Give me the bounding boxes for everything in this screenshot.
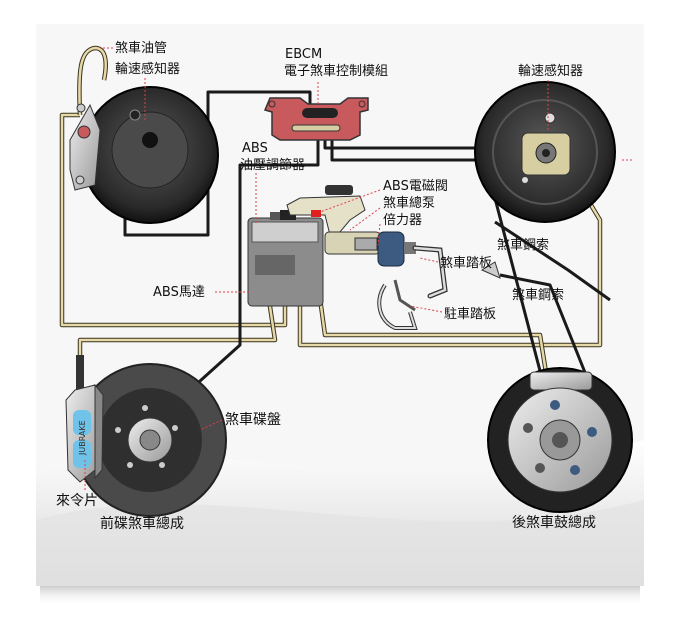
label-abs-motor: ABS馬達 (153, 285, 205, 300)
front-disc-brake (73, 363, 227, 517)
label-brake-line: 煞車油管 (115, 41, 167, 56)
label-ebcm-title: EBCM (285, 47, 322, 62)
label-brake-pedal: 煞車踏板 (440, 256, 492, 271)
rear-drum-brake (487, 367, 633, 513)
front-left-wheel-sensor (69, 86, 219, 224)
label-parking-pedal: 駐車踏板 (444, 307, 496, 322)
master-cylinder (286, 185, 381, 255)
brake-pedal (412, 245, 448, 299)
abs-modulator (247, 210, 324, 307)
label-rear-drum-assembly: 後煞車鼓總成 (512, 514, 596, 531)
label-brake-cable-1: 煞車鋼索 (497, 238, 549, 253)
parking-pedal (377, 279, 418, 330)
label-front-disc-assembly: 前碟煞車總成 (100, 515, 184, 532)
brake-caliper: JUBRAKE (65, 355, 104, 483)
leader-lines (84, 47, 632, 490)
ebcm-module (263, 97, 369, 141)
rear-right-wheel-sensor (474, 81, 616, 223)
label-abs-title: ABS (242, 141, 268, 156)
label-brake-disc: 煞車碟盤 (225, 411, 281, 428)
brake-booster (377, 231, 416, 267)
label-abs-solenoid: ABS電磁閥 (383, 179, 448, 194)
label-brake-pad: 來令片 (56, 493, 98, 509)
label-master-cylinder: 煞車總泵 (383, 195, 435, 211)
label-wheel-sensor-right: 輪速感知器 (518, 63, 583, 79)
cable-bracket (480, 261, 501, 279)
label-abs-desc: 油壓調節器 (240, 158, 305, 173)
caliper-logo: JUBRAKE (78, 420, 87, 456)
background-wave-lower (36, 500, 644, 586)
label-booster: 倍力器 (383, 213, 422, 228)
label-brake-cable-2: 煞車鋼索 (512, 288, 564, 303)
label-wheel-sensor-left: 輪速感知器 (115, 61, 180, 77)
label-ebcm-desc: 電子煞車控制模組 (284, 64, 388, 79)
